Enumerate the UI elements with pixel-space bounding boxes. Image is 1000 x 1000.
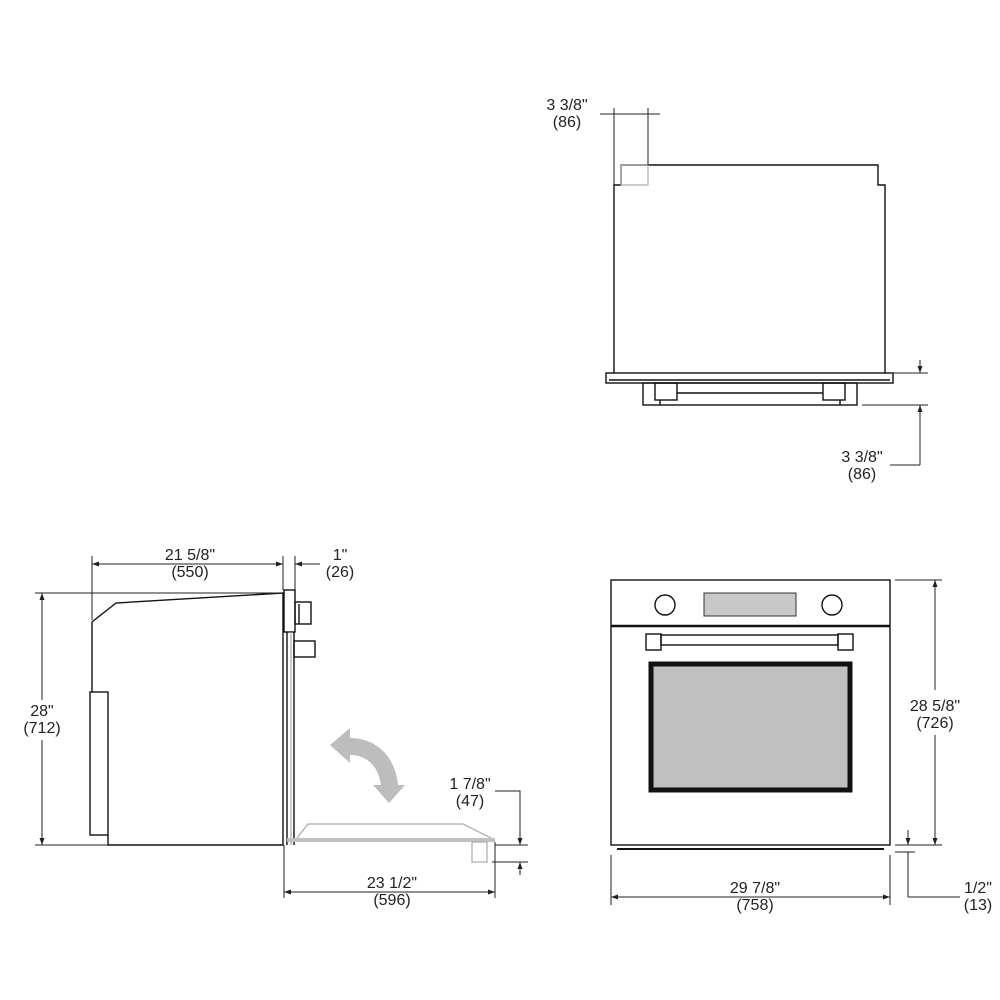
depth-imperial: 21 5/8"	[165, 547, 215, 564]
front-height-imperial: 28 5/8"	[910, 698, 960, 715]
left-knob-icon	[654, 594, 676, 616]
trim-depth-metric: (86)	[848, 466, 876, 483]
front-view: 28 5/8" (726) 29 7/8" (758) 1/2" (13)	[610, 579, 992, 914]
top-view-body	[613, 164, 886, 373]
rear-offset-imperial: 3 3/8"	[546, 97, 587, 114]
top-view: 3 3/8" (86) 3 3/8" (86)	[546, 97, 928, 483]
open-door	[296, 823, 496, 841]
open-door-panel	[287, 838, 495, 842]
depth-metric: (550)	[171, 564, 208, 581]
open-door-handle	[471, 841, 488, 863]
door-panel	[283, 589, 296, 633]
handle-side	[293, 640, 316, 658]
door-swing-arrow-icon	[330, 728, 405, 803]
oven-front	[610, 579, 891, 846]
side-body	[91, 592, 284, 846]
side-vent	[89, 691, 109, 836]
trim-depth-imperial: 3 3/8"	[841, 449, 882, 466]
door-drop-imperial: 1 7/8"	[449, 776, 490, 793]
open-depth-imperial: 23 1/2"	[367, 875, 417, 892]
front-width-metric: (758)	[736, 897, 773, 914]
front-width-imperial: 29 7/8"	[730, 880, 780, 897]
door-drop-metric: (47)	[456, 793, 484, 810]
open-depth-metric: (596)	[373, 892, 410, 909]
height-imperial: 28"	[30, 703, 53, 720]
side-view: 21 5/8" (550) 1" (26) 28" (712) 23 1/2" …	[23, 547, 528, 909]
right-knob-icon	[821, 594, 843, 616]
lower-box	[642, 382, 858, 406]
door-handle	[660, 634, 839, 646]
rear-offset-metric: (86)	[553, 114, 581, 131]
knob-side	[294, 601, 312, 625]
oven-window	[648, 661, 853, 793]
height-metric: (712)	[23, 720, 60, 737]
bottom-gap-imperial: 1/2"	[964, 880, 992, 897]
door-thickness-imperial: 1"	[333, 547, 348, 564]
foot-left	[654, 382, 678, 401]
bottom-gap-metric: (13)	[964, 897, 992, 914]
foot-right	[822, 382, 846, 401]
front-height-metric: (726)	[916, 715, 953, 732]
display-panel	[703, 592, 797, 617]
rear-offset-box	[620, 164, 649, 186]
door-thickness-metric: (26)	[326, 564, 354, 581]
trim-plate	[605, 372, 894, 384]
